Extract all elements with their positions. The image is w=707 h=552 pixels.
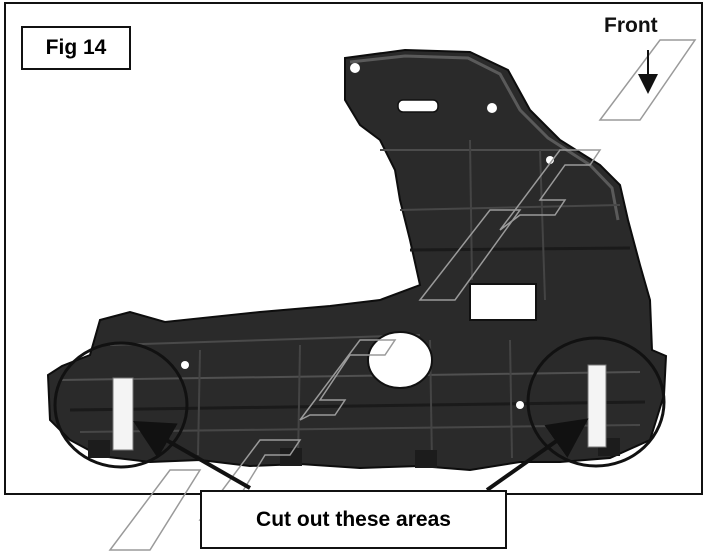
cutout-circle-right-icon (526, 336, 666, 468)
cutout-circle-left-icon (53, 341, 189, 469)
figure-label: Fig 14 (21, 26, 131, 70)
pointer-arrow-left-icon (133, 421, 251, 490)
pointer-arrow-right-icon (485, 418, 589, 492)
cutout-caption: Cut out these areas (200, 490, 507, 549)
splash-shield-part (46, 48, 668, 472)
front-label: Front (604, 14, 658, 37)
